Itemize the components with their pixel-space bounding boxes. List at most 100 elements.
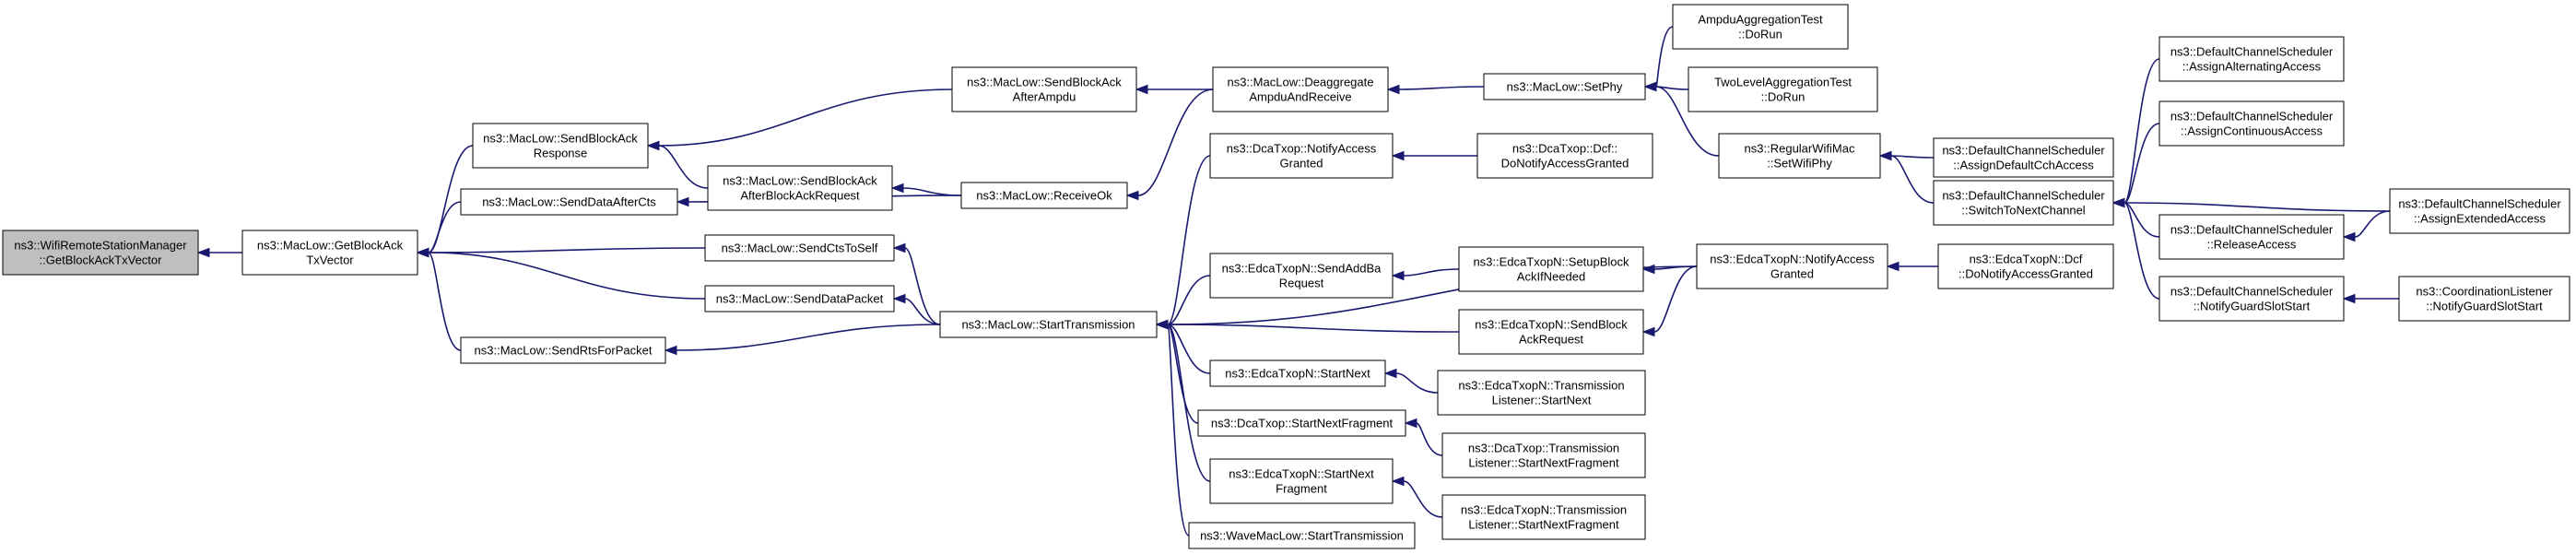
edge-deagg-to-recvOk — [1125, 88, 1214, 201]
node-box — [1483, 73, 1646, 100]
node-box — [1209, 253, 1394, 299]
node-label-line: Granted — [1280, 157, 1323, 171]
node-sendDAC[interactable]: ns3::MacLow::SendDataAfterCts — [460, 188, 678, 216]
node-label-line: Granted — [1770, 267, 1814, 281]
node-box — [2398, 276, 2570, 322]
edge-ampduTest-to-setPhy — [1643, 26, 1674, 92]
node-dcsSwitch[interactable]: ns3::DefaultChannelScheduler::SwitchToNe… — [1933, 180, 2114, 226]
node-edcaDcf[interactable]: ns3::EdcaTxopN::Dcf::DoNotifyAccessGrant… — [1937, 243, 2114, 289]
node-dcsCont[interactable]: ns3::DefaultChannelScheduler::AssignCont… — [2158, 100, 2345, 147]
node-edcaSNF[interactable]: ns3::EdcaTxopN::StartNextFragment — [1209, 458, 1394, 504]
edge-startTx-to-sendCTS — [892, 242, 941, 325]
node-label-line: ns3::DcaTxop::NotifyAccess — [1227, 142, 1377, 156]
edge-dcfNAG-to-dcaNAG — [1391, 150, 1478, 161]
node-label-line: Fragment — [1276, 482, 1327, 496]
edge-dcsGuard-to-dcsSwitch — [2111, 197, 2160, 300]
node-label-line: ::GetBlockAckTxVector — [40, 253, 163, 267]
node-waveST[interactable]: ns3::WaveMacLow::StartTransmission — [1188, 522, 1416, 549]
node-dcsAlt[interactable]: ns3::DefaultChannelScheduler::AssignAlte… — [2158, 36, 2345, 82]
node-label-line: ns3::DefaultChannelScheduler — [2170, 45, 2334, 59]
node-label-line: ns3::EdcaTxopN::Dcf — [1970, 253, 2083, 266]
node-label-line: ns3::MacLow::SendBlockAck — [483, 132, 638, 146]
node-label-line: ns3::DefaultChannelScheduler — [1942, 144, 2105, 158]
node-label-line: ns3::DcaTxop::Dcf:: — [1512, 142, 1617, 156]
edge-edcaNAG-to-edcaSendBAR — [1641, 265, 1698, 337]
edge-edcaSetup-to-edcaAddBa — [1391, 268, 1460, 281]
node-box — [1937, 243, 2114, 289]
edge-edcaNAG-to-edcaSetup — [1641, 264, 1698, 275]
node-ampduTest[interactable]: AmpduAggregationTest::DoRun — [1672, 4, 1849, 50]
node-label-line: ns3::MacLow::SetPhy — [1507, 80, 1623, 94]
edge-sendDP-to-getBAV — [416, 247, 706, 300]
node-dcsRel[interactable]: ns3::DefaultChannelScheduler::ReleaseAcc… — [2158, 214, 2345, 260]
node-label-line: ::AssignExtendedAccess — [2414, 212, 2547, 226]
node-label-line: ns3::DefaultChannelScheduler — [2170, 223, 2334, 237]
node-dcsExt[interactable]: ns3::DefaultChannelScheduler::AssignExte… — [2389, 188, 2570, 234]
node-box — [1458, 309, 1644, 355]
node-label-line: ::DoRun — [1761, 90, 1806, 104]
node-label-line: ns3::EdcaTxopN::SetupBlock — [1473, 255, 1629, 269]
node-label-line: AfterAmpdu — [1013, 90, 1076, 104]
node-label-line: ::NotifyGuardSlotStart — [2426, 300, 2543, 313]
node-twoLevel[interactable]: TwoLevelAggregationTest::DoRun — [1688, 66, 1878, 112]
node-dcsDefCch[interactable]: ns3::DefaultChannelScheduler::AssignDefa… — [1933, 137, 2114, 178]
node-box — [960, 182, 1128, 209]
node-label-line: ns3::MacLow::SendCtsToSelf — [722, 242, 878, 255]
node-label-line: AmpduAggregationTest — [1698, 13, 1823, 27]
node-dcaTLSNF[interactable]: ns3::DcaTxop::TransmissionListener::Star… — [1441, 432, 1646, 478]
node-startTx[interactable]: ns3::MacLow::StartTransmission — [939, 311, 1158, 338]
edge-dcaSNF-to-startTx — [1155, 319, 1199, 424]
node-edcaNAG[interactable]: ns3::EdcaTxopN::NotifyAccessGranted — [1696, 243, 1888, 289]
node-box — [939, 311, 1158, 338]
edge-edcaAddBa-to-startTx — [1155, 275, 1211, 330]
node-box — [1476, 133, 1653, 179]
node-edcaTLSN[interactable]: ns3::EdcaTxopN::TransmissionListener::St… — [1437, 370, 1646, 416]
node-root[interactable]: ns3::WifiRemoteStationManager::GetBlockA… — [2, 230, 199, 276]
node-setPhy[interactable]: ns3::MacLow::SetPhy — [1483, 73, 1646, 100]
node-dcfNAG[interactable]: ns3::DcaTxop::Dcf::DoNotifyAccessGranted — [1476, 133, 1653, 179]
node-label-line: ns3::DefaultChannelScheduler — [1942, 189, 2105, 203]
node-recvOk[interactable]: ns3::MacLow::ReceiveOk — [960, 182, 1128, 209]
node-label-line: ::DoRun — [1738, 28, 1782, 41]
edge-edcaTLSN-to-edcaSN — [1383, 368, 1439, 394]
node-label-line: ns3::CoordinationListener — [2416, 285, 2553, 299]
node-label-line: ::AssignDefaultCchAccess — [1953, 159, 2094, 172]
node-dcaSNF[interactable]: ns3::DcaTxop::StartNextFragment — [1197, 409, 1406, 437]
edge-edcaSN-to-startTx — [1155, 319, 1211, 374]
node-edcaTLSNF[interactable]: ns3::EdcaTxopN::TransmissionListener::St… — [1441, 494, 1646, 540]
edge-dcsExt-to-dcsRel — [2342, 210, 2391, 242]
node-coord[interactable]: ns3::CoordinationListener::NotifyGuardSl… — [2398, 276, 2570, 322]
node-getBAV[interactable]: ns3::MacLow::GetBlockAckTxVector — [241, 230, 418, 276]
edge-startTx-to-sendDP — [892, 293, 941, 325]
node-sendDP[interactable]: ns3::MacLow::SendDataPacket — [704, 285, 895, 312]
node-sbaReq[interactable]: ns3::MacLow::SendBlockAckAfterBlockAckRe… — [707, 165, 893, 211]
node-sendCTS[interactable]: ns3::MacLow::SendCtsToSelf — [704, 234, 895, 262]
node-edcaSN[interactable]: ns3::EdcaTxopN::StartNext — [1209, 360, 1386, 387]
node-label-line: ns3::WaveMacLow::StartTransmission — [1200, 529, 1404, 543]
node-sendRTS[interactable]: ns3::MacLow::SendRtsForPacket — [460, 336, 666, 364]
node-label-line: AckIfNeeded — [1517, 270, 1585, 284]
node-box — [1209, 458, 1394, 504]
node-label-line: ns3::MacLow::GetBlockAck — [257, 239, 404, 253]
node-box — [1933, 180, 2114, 226]
node-dcsGuard[interactable]: ns3::DefaultChannelScheduler::NotifyGuar… — [2158, 276, 2345, 322]
node-box — [1696, 243, 1888, 289]
node-label-line: ns3::EdcaTxopN::StartNext — [1225, 367, 1370, 381]
node-label-line: ns3::EdcaTxopN::NotifyAccess — [1710, 253, 1875, 266]
node-label-line: ns3::MacLow::Deaggregate — [1228, 76, 1374, 89]
node-label-line: ns3::EdcaTxopN::SendAddBa — [1222, 262, 1382, 276]
node-box — [1441, 494, 1646, 540]
node-dcaNAG[interactable]: ns3::DcaTxop::NotifyAccessGranted — [1209, 133, 1394, 179]
node-box — [1672, 4, 1849, 50]
node-box — [2158, 36, 2345, 82]
node-label-line: ns3::MacLow::SendDataPacket — [716, 292, 884, 306]
node-regSetPhy[interactable]: ns3::RegularWifiMac::SetWifiPhy — [1718, 133, 1881, 179]
node-label-line: ns3::DefaultChannelScheduler — [2398, 197, 2561, 211]
node-label-line: Request — [1279, 277, 1324, 290]
